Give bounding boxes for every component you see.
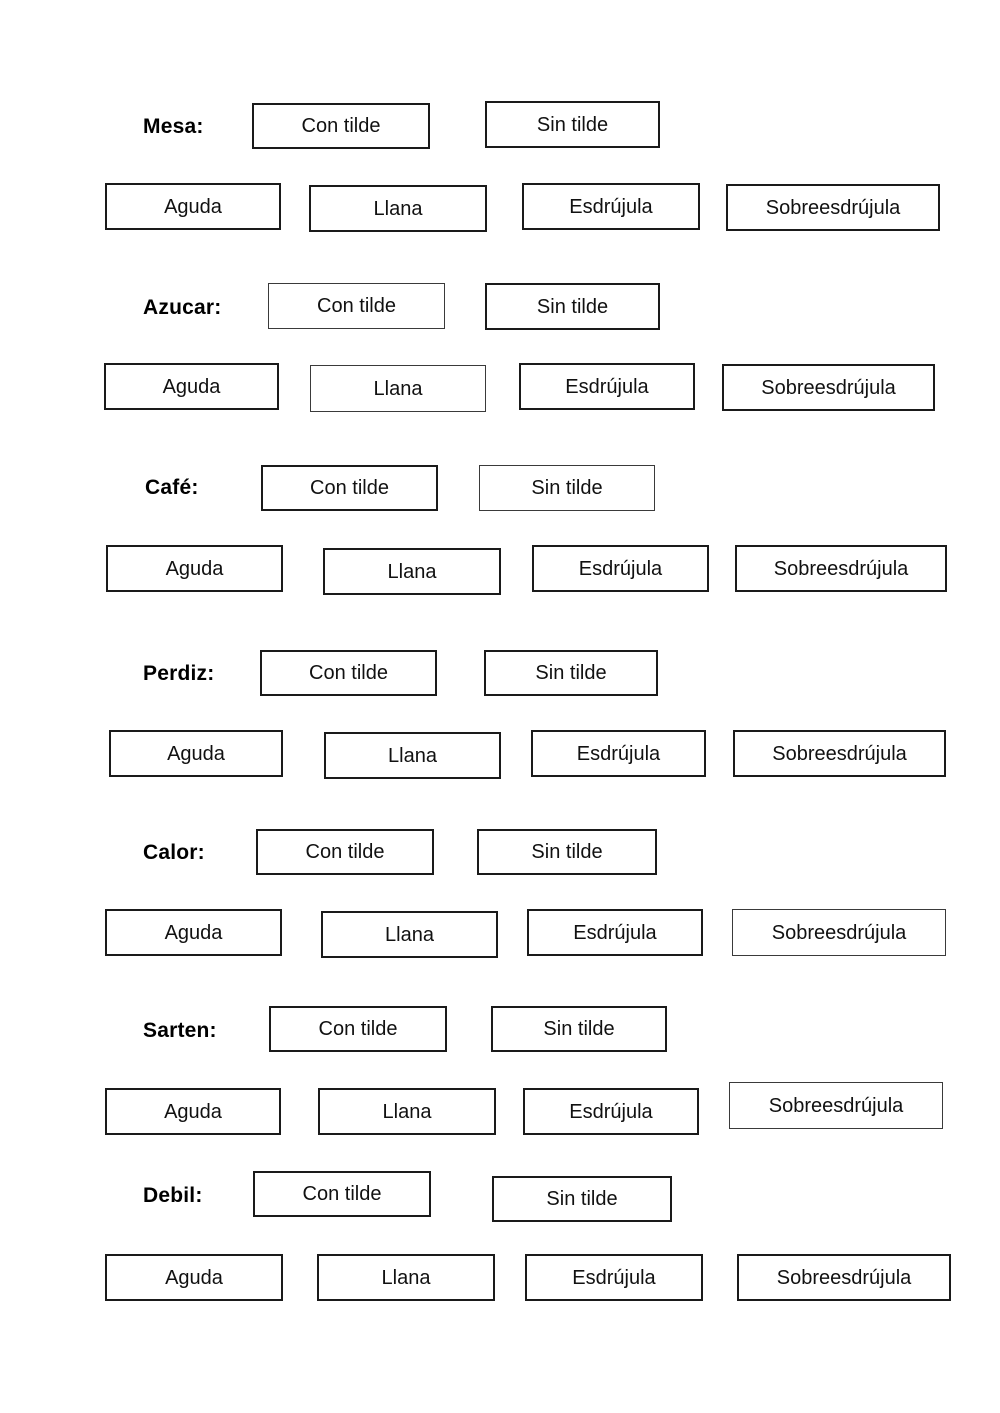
tilde-choice-row: Debil: Con tilde Sin tilde bbox=[0, 1171, 1000, 1227]
classification-row: Aguda Llana Esdrújula Sobreesdrújula bbox=[0, 1254, 1000, 1310]
tilde-choice-row: Azucar: Con tilde Sin tilde bbox=[0, 280, 1000, 336]
option-aguda[interactable]: Aguda bbox=[105, 1254, 283, 1301]
option-aguda[interactable]: Aguda bbox=[105, 1088, 281, 1135]
tilde-choice-row: Café: Con tilde Sin tilde bbox=[0, 462, 1000, 518]
option-con-tilde[interactable]: Con tilde bbox=[253, 1171, 431, 1217]
classification-row: Aguda Llana Esdrújula Sobreesdrújula bbox=[0, 545, 1000, 601]
option-llana[interactable]: Llana bbox=[318, 1088, 496, 1135]
option-sobreesdrujula[interactable]: Sobreesdrújula bbox=[733, 730, 946, 777]
option-sin-tilde[interactable]: Sin tilde bbox=[485, 283, 660, 330]
option-con-tilde[interactable]: Con tilde bbox=[260, 650, 437, 696]
option-sin-tilde[interactable]: Sin tilde bbox=[484, 650, 658, 696]
option-sin-tilde[interactable]: Sin tilde bbox=[477, 829, 657, 875]
classification-row: Aguda Llana Esdrújula Sobreesdrújula bbox=[0, 183, 1000, 239]
option-llana[interactable]: Llana bbox=[309, 185, 487, 232]
option-esdrujula[interactable]: Esdrújula bbox=[527, 909, 703, 956]
option-sobreesdrujula[interactable]: Sobreesdrújula bbox=[732, 909, 946, 956]
option-sobreesdrujula[interactable]: Sobreesdrújula bbox=[737, 1254, 951, 1301]
option-con-tilde[interactable]: Con tilde bbox=[269, 1006, 447, 1052]
option-esdrujula[interactable]: Esdrújula bbox=[519, 363, 695, 410]
option-sobreesdrujula[interactable]: Sobreesdrújula bbox=[729, 1082, 943, 1129]
option-llana[interactable]: Llana bbox=[323, 548, 501, 595]
option-aguda[interactable]: Aguda bbox=[104, 363, 279, 410]
option-sobreesdrujula[interactable]: Sobreesdrújula bbox=[735, 545, 947, 592]
option-sobreesdrujula[interactable]: Sobreesdrújula bbox=[722, 364, 935, 411]
option-esdrujula[interactable]: Esdrújula bbox=[523, 1088, 699, 1135]
word-prompt-label: Sarten: bbox=[143, 1019, 217, 1042]
word-prompt-label: Perdiz: bbox=[143, 662, 215, 685]
word-prompt-label: Debil: bbox=[143, 1184, 203, 1207]
tilde-choice-row: Mesa: Con tilde Sin tilde bbox=[0, 100, 1000, 156]
option-con-tilde[interactable]: Con tilde bbox=[268, 283, 445, 329]
tilde-choice-row: Perdiz: Con tilde Sin tilde bbox=[0, 647, 1000, 703]
option-llana[interactable]: Llana bbox=[321, 911, 498, 958]
classification-row: Aguda Llana Esdrújula Sobreesdrújula bbox=[0, 730, 1000, 786]
option-aguda[interactable]: Aguda bbox=[105, 183, 281, 230]
option-sobreesdrujula[interactable]: Sobreesdrújula bbox=[726, 184, 940, 231]
word-prompt-label: Café: bbox=[145, 476, 199, 499]
option-sin-tilde[interactable]: Sin tilde bbox=[479, 465, 655, 511]
tilde-choice-row: Calor: Con tilde Sin tilde bbox=[0, 826, 1000, 882]
word-prompt-label: Azucar: bbox=[143, 296, 222, 319]
option-sin-tilde[interactable]: Sin tilde bbox=[492, 1176, 672, 1222]
word-prompt-label: Calor: bbox=[143, 841, 205, 864]
option-aguda[interactable]: Aguda bbox=[109, 730, 283, 777]
option-con-tilde[interactable]: Con tilde bbox=[252, 103, 430, 149]
classification-row: Aguda Llana Esdrújula Sobreesdrújula bbox=[0, 909, 1000, 965]
option-con-tilde[interactable]: Con tilde bbox=[261, 465, 438, 511]
option-sin-tilde[interactable]: Sin tilde bbox=[485, 101, 660, 148]
option-llana[interactable]: Llana bbox=[324, 732, 501, 779]
option-esdrujula[interactable]: Esdrújula bbox=[522, 183, 700, 230]
option-aguda[interactable]: Aguda bbox=[105, 909, 282, 956]
option-aguda[interactable]: Aguda bbox=[106, 545, 283, 592]
option-sin-tilde[interactable]: Sin tilde bbox=[491, 1006, 667, 1052]
option-esdrujula[interactable]: Esdrújula bbox=[532, 545, 709, 592]
classification-row: Aguda Llana Esdrújula Sobreesdrújula bbox=[0, 1082, 1000, 1142]
option-llana[interactable]: Llana bbox=[310, 365, 486, 412]
option-esdrujula[interactable]: Esdrújula bbox=[525, 1254, 703, 1301]
classification-row: Aguda Llana Esdrújula Sobreesdrújula bbox=[0, 363, 1000, 419]
tilde-choice-row: Sarten: Con tilde Sin tilde bbox=[0, 1003, 1000, 1059]
word-prompt-label: Mesa: bbox=[143, 115, 204, 138]
option-esdrujula[interactable]: Esdrújula bbox=[531, 730, 706, 777]
option-con-tilde[interactable]: Con tilde bbox=[256, 829, 434, 875]
option-llana[interactable]: Llana bbox=[317, 1254, 495, 1301]
